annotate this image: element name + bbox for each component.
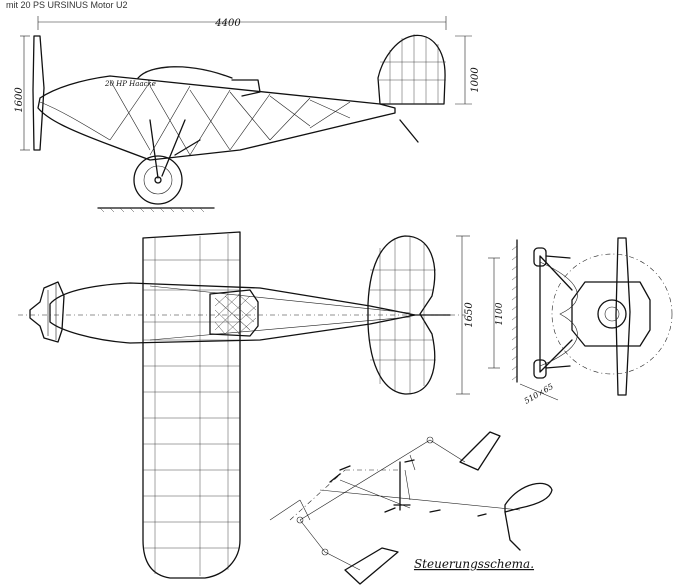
height-dimension-label: 1000 <box>470 67 481 93</box>
track-dimension-label: 1100 <box>495 302 505 325</box>
front-view <box>488 237 673 401</box>
page-caption: mit 20 PS URSINUS Motor U2 <box>6 0 128 10</box>
side-view <box>20 16 472 213</box>
prop-dimension-label: 1600 <box>14 87 25 113</box>
wheel-dimension-label: 510×65 <box>523 382 555 406</box>
schema-label: Steuerungsschema. <box>414 557 534 571</box>
control-schematic <box>269 431 553 585</box>
span-dimension-label: 1650 <box>464 302 475 328</box>
engine-label: 20 HP Haacke <box>104 80 156 88</box>
length-dimension-label: 4400 <box>214 18 241 29</box>
top-view <box>18 231 470 579</box>
